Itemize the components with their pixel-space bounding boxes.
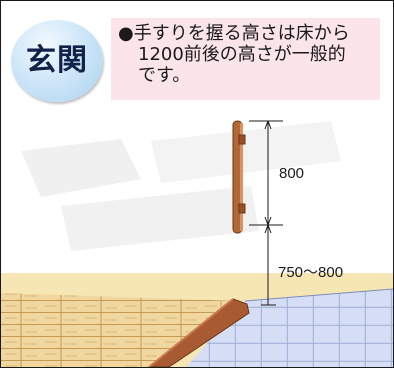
note-line-1: ●手すりを握る高さは床から: [118, 23, 350, 44]
section-badge: 玄関: [11, 20, 103, 102]
handrail: [232, 120, 246, 234]
dimension-upper-label: 800: [279, 165, 304, 182]
dimension-lines: [249, 120, 283, 306]
info-note: ●手すりを握る高さは床から 1200前後の高さが一般的 です。: [111, 18, 380, 100]
wall-shading: [21, 139, 141, 197]
note-line-3: です。: [138, 65, 191, 86]
wooden-floor: [1, 293, 239, 367]
badge-label: 玄関: [26, 43, 88, 78]
note-line-2: 1200前後の高さが一般的: [138, 44, 346, 65]
dimension-lower-label: 750〜800: [278, 264, 343, 281]
tiled-floor: [186, 289, 393, 367]
